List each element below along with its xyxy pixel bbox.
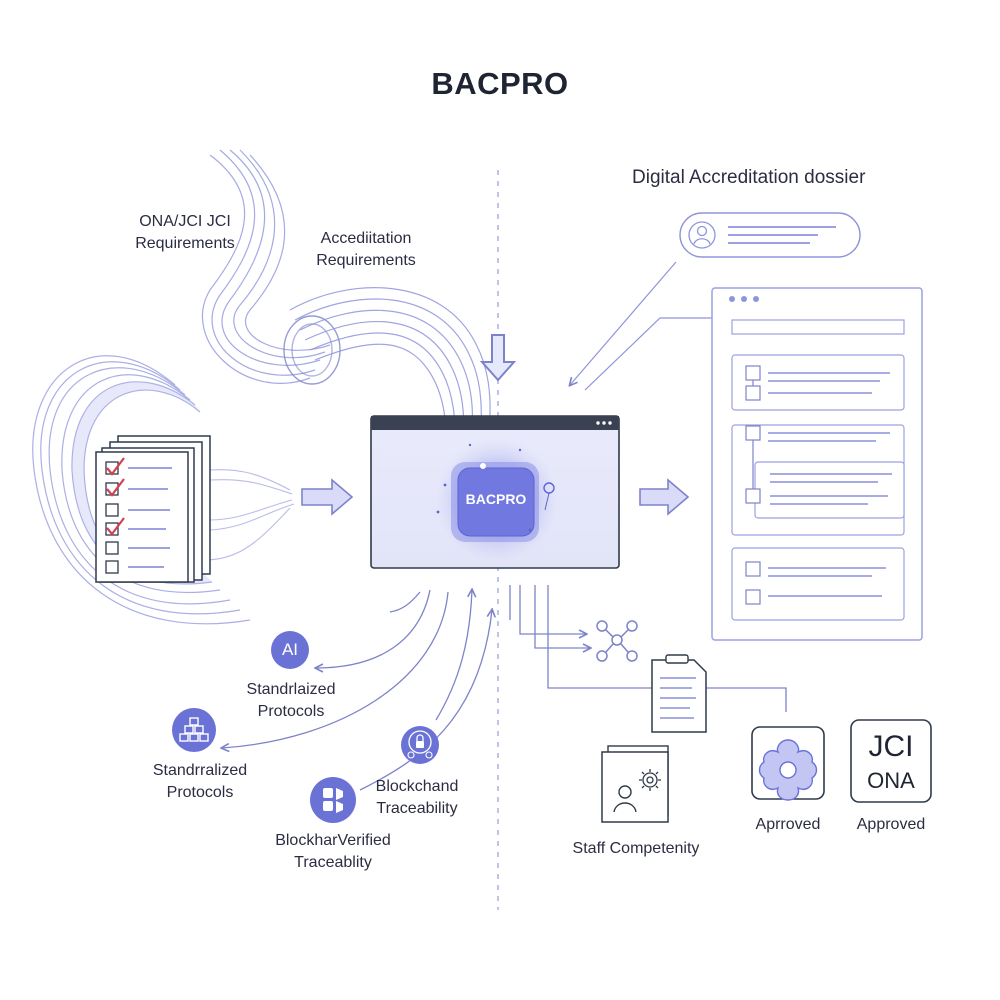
- blockchain-icon: [310, 777, 356, 823]
- staff-certificate-icon: [601, 745, 669, 823]
- flower-seal-icon: [751, 726, 825, 801]
- loop-ribbon: [283, 315, 341, 385]
- label-approved-2: Approved: [856, 816, 926, 833]
- label-blockchain-2: BlockharVerified Traceablity: [248, 830, 418, 874]
- label-blockchain-2-line2: Traceablity: [294, 854, 372, 871]
- gear-icon: [639, 769, 661, 791]
- document-stack-icon: [95, 435, 211, 583]
- arrow-right-icon: [301, 478, 354, 516]
- label-ona-jci: ONA/JCI JCI Requirements: [115, 211, 255, 255]
- label-standardized-1-line1: Standrlaized: [246, 681, 336, 698]
- label-standardized-2: Standrralized Protocols: [130, 760, 270, 804]
- ai-badge-icon: [271, 631, 309, 669]
- blocks-icon: [172, 708, 216, 752]
- jci-badge-line1: JCI: [868, 730, 914, 763]
- profile-card: [679, 212, 861, 258]
- label-ona-jci-line1: ONA/JCI JCI: [139, 213, 231, 230]
- label-standardized-1-line2: Protocols: [257, 703, 325, 720]
- label-accreditation-line1: Accediitation: [320, 230, 412, 247]
- label-approved-1: Aprroved: [755, 816, 821, 833]
- clipboard-icon: [651, 654, 707, 733]
- feature-connectors: [222, 590, 492, 791]
- label-staff-competency: Staff Competenity: [572, 840, 700, 857]
- label-blockchain-2-line1: BlockharVerified: [275, 832, 391, 849]
- label-accreditation: Accediitation Requirements: [296, 228, 436, 272]
- dossier-panel: [711, 287, 923, 641]
- label-blockchain-1-line2: Traceability: [376, 800, 458, 817]
- jci-badge-line2: ONA: [867, 768, 915, 793]
- label-blockchain-1: Blockchand Traceability: [352, 776, 482, 820]
- arrow-right-icon-2: [639, 478, 690, 516]
- label-standardized-1: Standrlaized Protocols: [226, 679, 356, 723]
- lock-icon: [401, 726, 439, 764]
- left-flow-lines: [204, 469, 295, 561]
- central-window: [370, 415, 620, 569]
- dossier-title: Digital Accreditation dossier: [632, 167, 866, 188]
- arrow-down-icon: [479, 334, 517, 382]
- page-title: BACPRO: [431, 66, 569, 101]
- label-standardized-2-line2: Protocols: [166, 784, 234, 801]
- label-standardized-2-line1: Standrralized: [152, 762, 248, 779]
- dossier-connectors: [570, 261, 712, 391]
- label-ona-jci-line2: Requirements: [135, 235, 235, 252]
- jci-ona-badge: [850, 719, 932, 803]
- label-blockchain-1-line1: Blockchand: [375, 778, 459, 795]
- center-box-label: BACPRO: [465, 491, 527, 507]
- network-icon: [596, 620, 638, 662]
- top-ribbon: [202, 149, 331, 384]
- label-accreditation-line2: Requirements: [316, 252, 416, 269]
- ai-badge-text: AI: [281, 640, 299, 659]
